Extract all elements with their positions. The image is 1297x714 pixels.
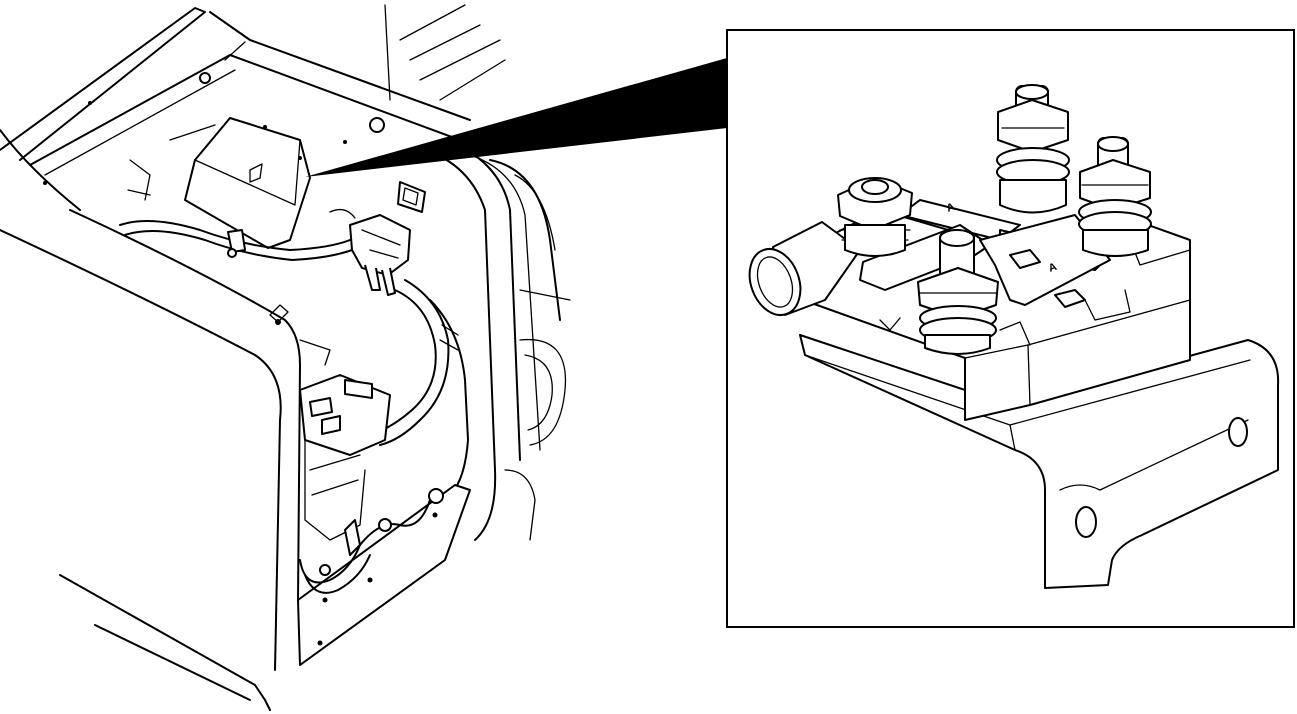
bolt-head (369, 117, 385, 133)
cable-end (748, 248, 802, 316)
machine-overview (0, 4, 571, 711)
terminal-label-left: A (945, 201, 957, 215)
callout-pointer (305, 58, 727, 177)
terminal-label-right: A (1047, 261, 1059, 275)
terminal-post (917, 229, 999, 355)
terminal-post (996, 84, 1070, 214)
mount-hole (1228, 417, 1248, 447)
terminal-post (1078, 136, 1152, 257)
strap-right (979, 214, 1111, 306)
mounting-bracket (799, 334, 1280, 589)
detail-inset: A A (726, 29, 1295, 628)
connector-block (349, 214, 411, 276)
mount-hole (1075, 506, 1097, 538)
terminal-post (837, 177, 913, 257)
bolt-head (199, 72, 211, 84)
